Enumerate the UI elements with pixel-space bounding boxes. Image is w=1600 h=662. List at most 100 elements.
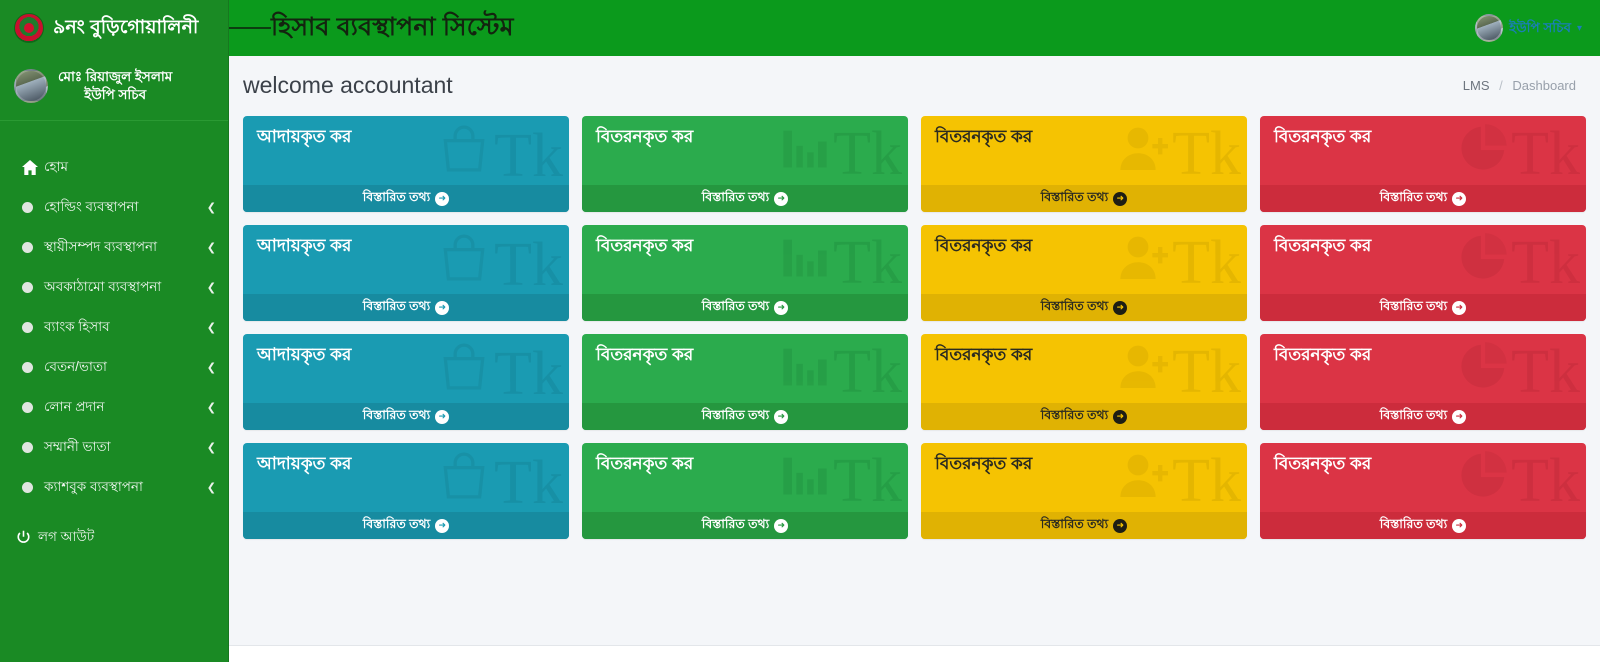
card-watermark-text: Tk <box>1511 337 1580 406</box>
card-watermark: Tk <box>436 449 563 516</box>
sidebar-item-cashbook-management[interactable]: ক্যাশবুক ব্যবস্থাপনা ❮ <box>0 467 228 507</box>
card-details-link[interactable]: বিস্তারিত তথ্য➜ <box>1260 403 1586 430</box>
chevron-left-icon: ❮ <box>206 241 216 254</box>
chevron-left-icon: ❮ <box>206 401 216 414</box>
sidebar-item-label: হোম <box>44 158 68 174</box>
card-watermark: Tk <box>1457 231 1580 294</box>
card-details-link[interactable]: বিস্তারিত তথ্য➜ <box>582 512 908 539</box>
sidebar-item-logout[interactable]: লগ আউট <box>0 517 228 557</box>
dashboard-card-grid: Tk আদায়কৃত কর বিস্তারিত তথ্য ➜ Tk বিতরনকৃত ক… <box>229 114 1600 539</box>
card-details-link[interactable]: বিস্তারিত তথ্য➜ <box>921 185 1247 212</box>
dashboard-card[interactable]: Tk আদায়কৃত কর বিস্তারিত তথ্য➜ <box>243 116 569 212</box>
sidebar-item-label: স্থায়ীসম্পদ ব্যবস্থাপনা <box>44 238 157 254</box>
sidebar-item-fixed-asset-management[interactable]: স্থায়ীসম্পদ ব্যবস্থাপনা ❮ <box>0 227 228 267</box>
sidebar-item-bank-account[interactable]: ব্যাংক হিসাব ❮ <box>0 307 228 347</box>
breadcrumb-current: Dashboard <box>1512 77 1576 93</box>
dashboard-card[interactable]: Tk বিতরনকৃত কর বিস্তারিত তথ্য ➜ <box>921 225 1247 321</box>
arrow-right-icon: ➜ <box>1113 300 1128 315</box>
card-details-link[interactable]: বিস্তারিত তথ্য➜ <box>1260 512 1586 539</box>
card-title: বিতরনকৃত কর <box>596 236 694 255</box>
sidebar-item-salary-allowance[interactable]: বেতন/ভাতা ❮ <box>0 347 228 387</box>
chevron-left-icon: ❮ <box>206 361 216 374</box>
card-details-link[interactable]: বিস্তারিত তথ্য➜ <box>243 185 569 212</box>
sidebar-item-honorarium-allowance[interactable]: সম্মানী ভাতা ❮ <box>0 427 228 467</box>
card-details-link[interactable]: বিস্তারিত তথ্য➜ <box>582 185 908 212</box>
sidebar-item-label: ক্যাশবুক ব্যবস্থাপনা <box>44 478 143 494</box>
card-details-link[interactable]: বিস্তারিত তথ্য➜ <box>921 403 1247 430</box>
card-details-link[interactable]: বিস্তারিত তথ্য➜ <box>921 512 1247 539</box>
brand-title: ৯নং বুড়িগোয়ালিনী <box>53 16 199 38</box>
avatar <box>14 69 48 104</box>
content-header: welcome accountant LMS / Dashboard <box>229 56 1600 114</box>
sidebar-item-loan-disbursement[interactable]: লোন প্রদান ❮ <box>0 387 228 427</box>
hamburger-icon[interactable] <box>229 25 271 32</box>
sidebar-item-infrastructure-management[interactable]: অবকাঠামো ব্যবস্থাপনা ❮ <box>0 267 228 307</box>
shopping-bag-icon <box>436 231 492 298</box>
dashboard-card[interactable]: Tk বিতরনকৃত কর বিস্তারিত তথ্য➜ <box>582 225 908 321</box>
card-watermark: Tk <box>779 449 902 512</box>
card-details-link[interactable]: বিস্তারিত তথ্য ➜ <box>921 294 1247 321</box>
chevron-left-icon: ❮ <box>206 281 216 294</box>
sidebar-item-home[interactable]: হোম <box>0 147 228 187</box>
card-watermark-text: Tk <box>833 228 902 297</box>
arrow-right-icon: ➜ <box>1113 191 1128 206</box>
sidebar-brand[interactable]: ৯নং বুড়িগোয়ালিনী <box>0 0 228 56</box>
card-details-link[interactable]: বিস্তারিত তথ্য➜ <box>243 403 569 430</box>
header-user-name: ইউপি সচিব <box>1509 19 1571 35</box>
card-watermark: Tk <box>1118 231 1241 294</box>
sidebar: ৯নং বুড়িগোয়ালিনী মোঃ রিয়াজুল ইসলাম ইউ… <box>0 0 229 662</box>
card-details-label: বিস্তারিত তথ্য <box>1040 407 1109 422</box>
card-watermark-text: Tk <box>833 337 902 406</box>
card-title: বিতরনকৃত কর <box>935 236 1033 255</box>
sidebar-item-holding-management[interactable]: হোল্ডিং ব্যবস্থাপনা ❮ <box>0 187 228 227</box>
chevron-left-icon: ❮ <box>206 481 216 494</box>
breadcrumb: LMS / Dashboard <box>1463 78 1576 93</box>
bar-chart-icon <box>779 449 831 512</box>
card-title: বিতরনকৃত কর <box>935 345 1033 364</box>
dashboard-card[interactable]: Tk বিতরনকৃত কর বিস্তারিত তথ্য➜ <box>582 443 908 539</box>
card-details-link[interactable]: বিস্তারিত তথ্য➜ <box>582 294 908 321</box>
card-details-label: বিস্তারিত তথ্য <box>362 516 431 531</box>
bar-chart-icon <box>779 340 831 403</box>
header-user-menu[interactable]: ইউপি সচিব ▾ <box>1475 14 1600 42</box>
sidebar-item-label: লোন প্রদান <box>44 398 105 414</box>
bangladesh-govt-seal-icon <box>14 13 44 43</box>
card-details-link[interactable]: বিস্তারিত তথ্য➜ <box>243 512 569 539</box>
card-details-link[interactable]: বিস্তারিত তথ্য➜ <box>1260 294 1586 321</box>
card-details-link[interactable]: বিস্তারিত তথ্য➜ <box>582 403 908 430</box>
card-title: বিতরনকৃত কর <box>596 454 694 473</box>
card-watermark-text: Tk <box>494 121 563 190</box>
card-details-label: বিস্তারিত তথ্য <box>362 298 431 313</box>
card-watermark-text: Tk <box>1172 119 1241 188</box>
user-plus-icon <box>1118 449 1170 512</box>
sidebar-item-label: সম্মানী ভাতা <box>44 438 111 454</box>
card-title: আদায়কৃত কর <box>257 127 352 146</box>
card-details-link[interactable]: বিস্তারিত তথ্য ➜ <box>243 294 569 321</box>
card-watermark-text: Tk <box>1172 337 1241 406</box>
bullet-dot-icon <box>22 441 44 453</box>
card-details-label: বিস্তারিত তথ্য <box>1040 298 1109 313</box>
card-details-label: বিস্তারিত তথ্য <box>1379 189 1448 204</box>
card-details-label: বিস্তারিত তথ্য <box>701 189 770 204</box>
dashboard-card[interactable]: Tk বিতরনকৃত কর বিস্তারিত তথ্য➜ <box>1260 443 1586 539</box>
sidebar-item-label: বেতন/ভাতা <box>44 358 107 374</box>
card-details-link[interactable]: বিস্তারিত তথ্য➜ <box>1260 185 1586 212</box>
bullet-dot-icon <box>22 281 44 293</box>
arrow-right-icon: ➜ <box>435 300 450 315</box>
card-watermark: Tk <box>1457 449 1580 512</box>
home-icon <box>22 159 44 175</box>
card-watermark-text: Tk <box>833 119 902 188</box>
breadcrumb-root[interactable]: LMS <box>1462 77 1490 93</box>
card-title: বিতরনকৃত কর <box>1274 454 1372 473</box>
dashboard-card[interactable]: Tk বিতরনকৃত কর বিস্তারিত তথ্য➜ <box>921 334 1247 430</box>
